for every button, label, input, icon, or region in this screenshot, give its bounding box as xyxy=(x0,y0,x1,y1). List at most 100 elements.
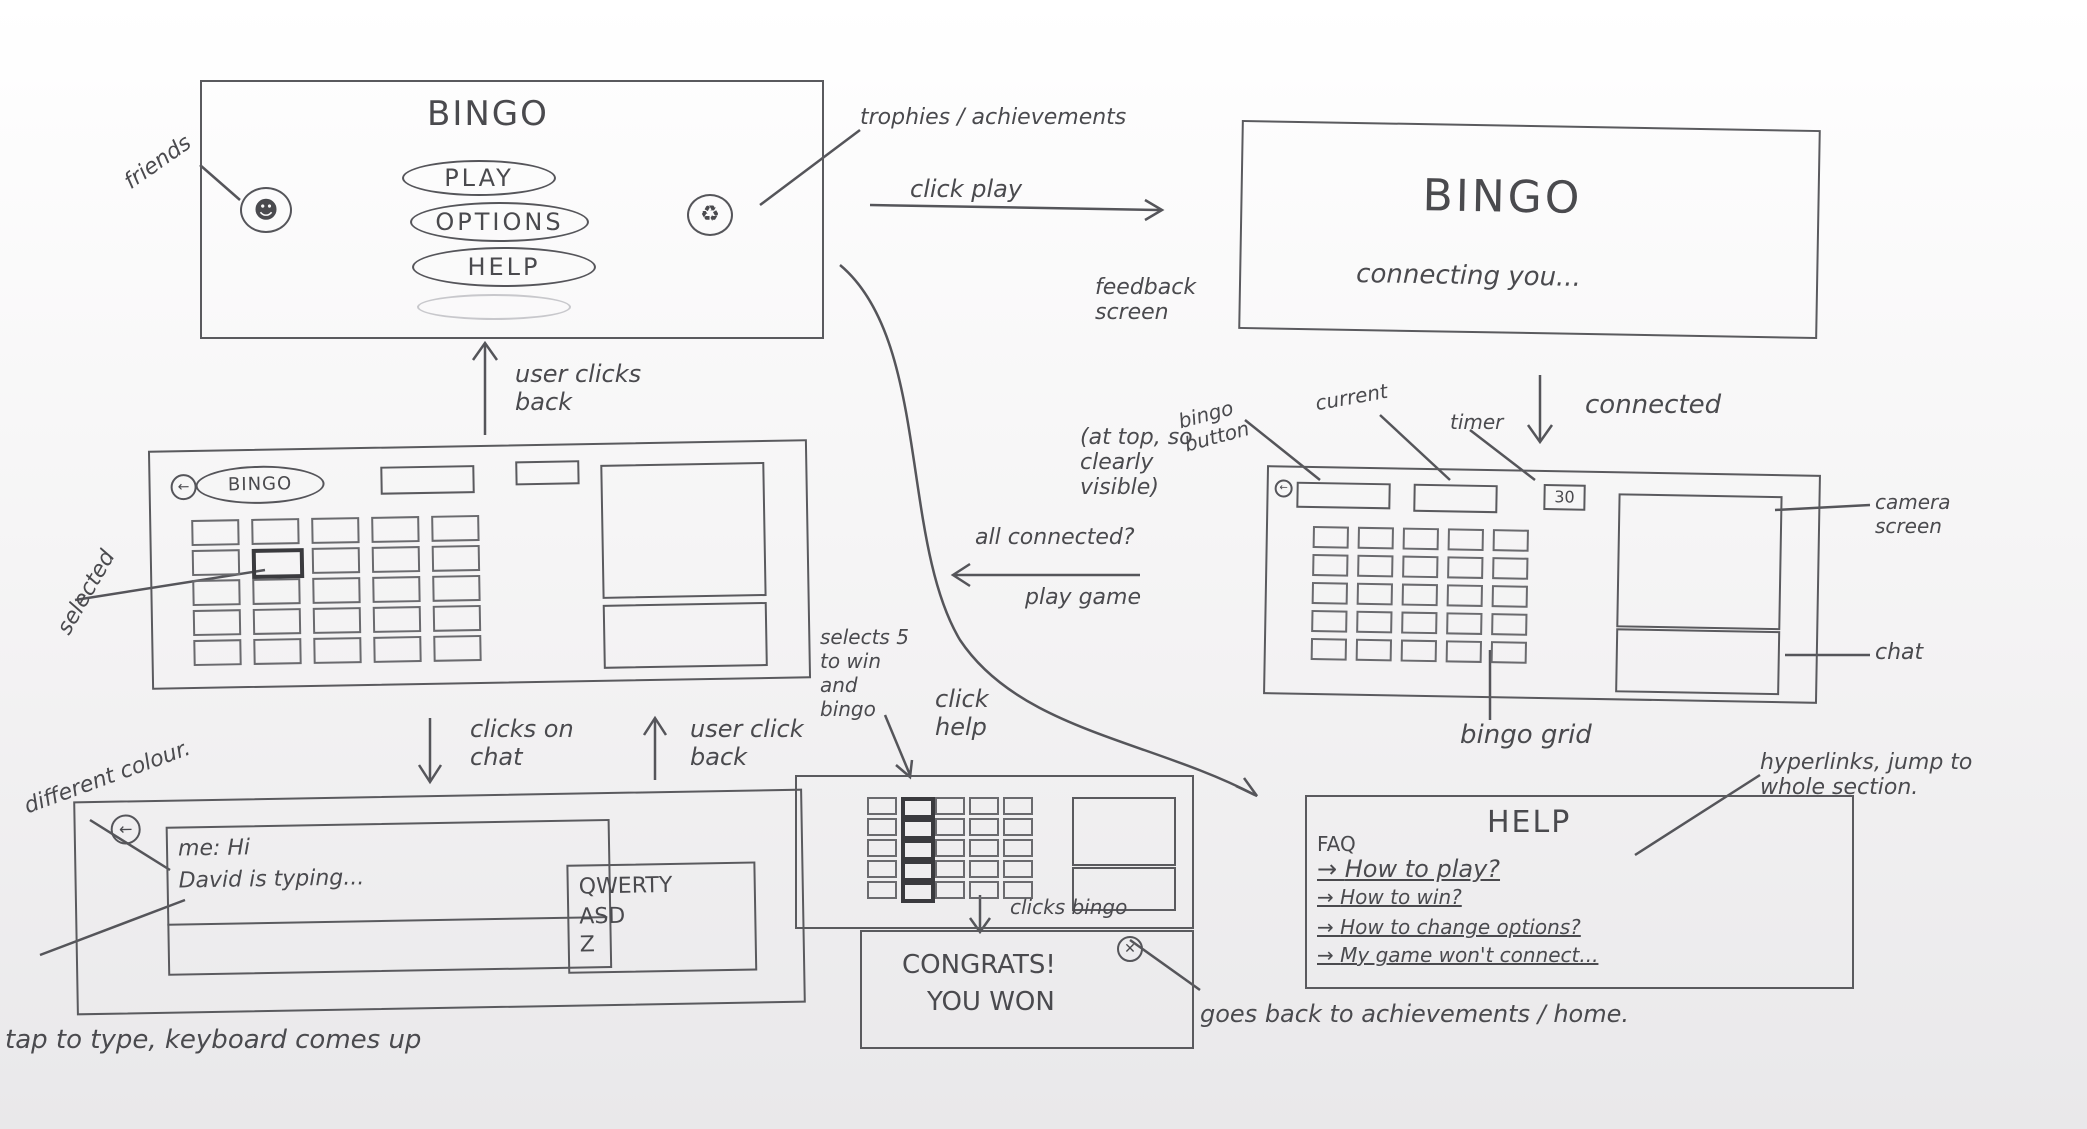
bingo-cell[interactable] xyxy=(901,881,935,903)
bingo-cell[interactable] xyxy=(1447,528,1484,551)
bingo-cell[interactable] xyxy=(1401,611,1438,635)
options-button[interactable]: OPTIONS xyxy=(410,202,589,242)
back-icon[interactable]: ← xyxy=(110,814,141,845)
play-button[interactable]: PLAY xyxy=(402,160,556,196)
bingo-cell[interactable] xyxy=(1446,612,1483,635)
bingo-cell[interactable] xyxy=(252,608,302,635)
friends-icon[interactable]: ☻ xyxy=(240,187,292,233)
bingo-cell[interactable] xyxy=(371,516,420,543)
chat-input[interactable] xyxy=(167,916,609,974)
bingo-cell[interactable] xyxy=(252,578,301,605)
bingo-cell[interactable] xyxy=(312,607,362,634)
win-line-1: CONGRATS! xyxy=(902,950,1056,980)
bingo-cell[interactable] xyxy=(1402,555,1439,579)
keyboard[interactable]: QWERTY ASD Z xyxy=(566,861,758,974)
bingo-cell[interactable] xyxy=(935,818,965,836)
bingo-cell[interactable] xyxy=(867,839,897,857)
bingo-cell[interactable] xyxy=(191,519,240,547)
bingo-cell[interactable] xyxy=(1003,818,1033,836)
bingo-cell[interactable] xyxy=(901,860,935,882)
bingo-cell[interactable] xyxy=(1003,860,1033,878)
help-link-3[interactable]: → How to change options? xyxy=(1317,915,1581,939)
chat-panel[interactable] xyxy=(1615,628,1781,696)
bingo-cell[interactable] xyxy=(969,881,999,899)
bingo-cell[interactable] xyxy=(192,609,242,637)
bingo-cell[interactable] xyxy=(969,860,999,878)
bingo-cell[interactable] xyxy=(253,638,302,665)
help-link-4[interactable]: → My game won't connect... xyxy=(1317,943,1599,967)
bingo-cell[interactable] xyxy=(1311,581,1349,605)
bingo-cell[interactable] xyxy=(935,881,965,899)
achievements-button-faint[interactable] xyxy=(417,294,571,320)
bingo-cell[interactable] xyxy=(1492,529,1529,552)
bingo-cell[interactable] xyxy=(1445,640,1483,663)
bingo-cell[interactable] xyxy=(1491,585,1528,608)
bingo-cell[interactable] xyxy=(1492,557,1529,580)
bingo-cell[interactable] xyxy=(311,547,361,574)
bingo-cell[interactable] xyxy=(1356,582,1393,606)
bingo-cell[interactable] xyxy=(867,881,897,899)
bingo-cell[interactable] xyxy=(1355,638,1393,662)
bingo-cell[interactable] xyxy=(1003,797,1033,815)
bingo-cell[interactable] xyxy=(251,548,305,579)
bingo-cell[interactable] xyxy=(1312,525,1349,549)
bingo-cell[interactable] xyxy=(1400,639,1438,663)
bingo-cell[interactable] xyxy=(935,860,965,878)
bingo-cell[interactable] xyxy=(431,544,481,572)
bingo-cell[interactable] xyxy=(433,634,482,662)
bingo-cell[interactable] xyxy=(371,546,421,573)
bingo-cell[interactable] xyxy=(969,797,999,815)
bingo-cell[interactable] xyxy=(1357,526,1394,550)
bingo-cell[interactable] xyxy=(312,577,361,604)
bingo-cell[interactable] xyxy=(1310,637,1348,661)
help-link-1[interactable]: → How to play? xyxy=(1317,855,1501,883)
bingo-cell[interactable] xyxy=(901,797,935,819)
game-screen: ← 30 xyxy=(1263,465,1821,704)
bingo-cell[interactable] xyxy=(1356,610,1393,634)
bingo-cell[interactable] xyxy=(1312,553,1349,577)
bingo-cell[interactable] xyxy=(432,604,482,632)
chat-panel[interactable] xyxy=(602,601,768,669)
help-button[interactable]: HELP xyxy=(412,247,596,287)
bingo-cell[interactable] xyxy=(372,576,421,603)
bingo-cell[interactable] xyxy=(867,797,897,815)
back-icon[interactable]: ← xyxy=(1274,479,1293,498)
bingo-cell[interactable] xyxy=(193,639,242,667)
bingo-cell[interactable] xyxy=(432,574,481,602)
bingo-cell[interactable] xyxy=(1401,583,1438,607)
back-icon[interactable]: ← xyxy=(170,473,197,501)
bingo-cell[interactable] xyxy=(311,517,360,544)
bingo-cell[interactable] xyxy=(431,514,480,542)
bingo-cell[interactable] xyxy=(191,549,241,577)
bingo-cell[interactable] xyxy=(1003,881,1033,899)
bingo-cell[interactable] xyxy=(313,637,362,664)
bingo-cell[interactable] xyxy=(867,860,897,878)
close-icon[interactable]: ✕ xyxy=(1117,936,1143,962)
bingo-cell[interactable] xyxy=(935,797,965,815)
help-screen: HELP FAQ → How to play? → How to win? → … xyxy=(1305,795,1854,989)
bingo-cell[interactable] xyxy=(867,818,897,836)
bingo-cell[interactable] xyxy=(901,818,935,840)
bingo-cell[interactable] xyxy=(1490,641,1527,664)
bingo-cell[interactable] xyxy=(372,606,422,633)
bingo-cell[interactable] xyxy=(192,579,241,607)
bingo-cell[interactable] xyxy=(901,839,935,861)
bingo-button[interactable]: BINGO xyxy=(195,464,325,505)
bingo-cell[interactable] xyxy=(969,839,999,857)
bingo-cell[interactable] xyxy=(1003,839,1033,857)
bingo-cell[interactable] xyxy=(1447,556,1484,579)
bingo-cell[interactable] xyxy=(935,839,965,857)
current-slot xyxy=(1413,483,1498,514)
chat-panel[interactable] xyxy=(1072,867,1176,911)
bingo-cell[interactable] xyxy=(1311,609,1348,633)
bingo-cell[interactable] xyxy=(1491,613,1528,636)
bingo-cell[interactable] xyxy=(1357,554,1394,578)
bingo-cell[interactable] xyxy=(373,636,422,663)
bingo-cell[interactable] xyxy=(1446,584,1483,607)
bingo-cell[interactable] xyxy=(251,518,300,545)
trophy-icon[interactable]: ♻ xyxy=(687,194,733,236)
bingo-cell[interactable] xyxy=(1402,527,1439,551)
help-link-2[interactable]: → How to win? xyxy=(1317,885,1462,909)
bingo-button-slot[interactable] xyxy=(1296,481,1391,510)
bingo-cell[interactable] xyxy=(969,818,999,836)
